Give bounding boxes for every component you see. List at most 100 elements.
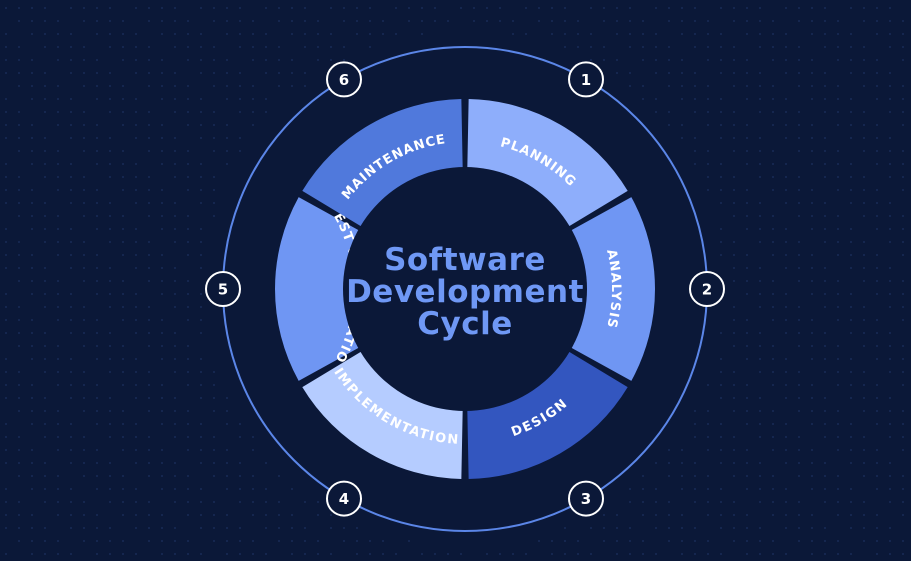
background-dot [876, 280, 878, 282]
background-dot [83, 254, 85, 256]
background-dot [837, 306, 839, 308]
background-dot [811, 514, 813, 516]
background-dot [304, 501, 306, 503]
background-dot [798, 397, 800, 399]
background-dot [668, 7, 670, 9]
background-dot [252, 124, 254, 126]
background-dot [57, 358, 59, 360]
background-dot [239, 72, 241, 74]
background-dot [889, 306, 891, 308]
background-dot [291, 7, 293, 9]
background-dot [252, 20, 254, 22]
background-dot [499, 553, 501, 555]
background-dot [785, 423, 787, 425]
background-dot [824, 488, 826, 490]
background-dot [421, 553, 423, 555]
background-dot [746, 280, 748, 282]
background-dot [616, 7, 618, 9]
background-dot [655, 527, 657, 529]
background-dot [213, 449, 215, 451]
background-dot [213, 46, 215, 48]
background-dot [876, 332, 878, 334]
background-dot [44, 111, 46, 113]
background-dot [876, 215, 878, 217]
background-dot [837, 85, 839, 87]
background-dot [785, 332, 787, 334]
background-dot [369, 46, 371, 48]
background-dot [148, 319, 150, 321]
background-dot [733, 176, 735, 178]
background-dot [226, 7, 228, 9]
background-dot [876, 527, 878, 529]
background-dot [200, 163, 202, 165]
background-dot [447, 553, 449, 555]
background-dot [70, 241, 72, 243]
background-dot [5, 501, 7, 503]
background-dot [863, 59, 865, 61]
background-dot [694, 501, 696, 503]
background-dot [148, 72, 150, 74]
background-dot [798, 319, 800, 321]
background-dot [18, 345, 20, 347]
background-dot [174, 371, 176, 373]
background-dot [889, 488, 891, 490]
background-dot [707, 553, 709, 555]
background-dot [746, 397, 748, 399]
background-dot [57, 241, 59, 243]
background-dot [291, 527, 293, 529]
background-dot [239, 462, 241, 464]
background-dot [811, 189, 813, 191]
background-dot [824, 371, 826, 373]
background-dot [889, 501, 891, 503]
background-dot [148, 7, 150, 9]
background-dot [772, 59, 774, 61]
background-dot [785, 397, 787, 399]
background-dot [213, 410, 215, 412]
background-dot [148, 306, 150, 308]
background-dot [70, 228, 72, 230]
background-dot [70, 163, 72, 165]
background-dot [863, 176, 865, 178]
background-dot [733, 202, 735, 204]
background-dot [759, 98, 761, 100]
background-dot [642, 501, 644, 503]
background-dot [902, 540, 904, 542]
background-dot [161, 267, 163, 269]
background-dot [837, 410, 839, 412]
background-dot [811, 150, 813, 152]
background-dot [746, 384, 748, 386]
background-dot [629, 46, 631, 48]
background-dot [18, 514, 20, 516]
background-dot [70, 436, 72, 438]
background-dot [720, 501, 722, 503]
background-dot [707, 436, 709, 438]
background-dot [876, 98, 878, 100]
background-dot [18, 410, 20, 412]
background-dot [616, 553, 618, 555]
background-dot [876, 228, 878, 230]
background-dot [733, 241, 735, 243]
background-dot [343, 527, 345, 529]
background-dot [798, 306, 800, 308]
background-dot [148, 46, 150, 48]
background-dot [772, 124, 774, 126]
background-dot [473, 20, 475, 22]
background-dot [317, 20, 319, 22]
background-dot [239, 137, 241, 139]
background-dot [382, 20, 384, 22]
background-dot [96, 293, 98, 295]
background-dot [122, 384, 124, 386]
background-dot [226, 423, 228, 425]
background-dot [694, 163, 696, 165]
background-dot [759, 371, 761, 373]
background-dot [824, 332, 826, 334]
background-dot [382, 33, 384, 35]
background-dot [18, 280, 20, 282]
background-dot [746, 462, 748, 464]
background-dot [876, 72, 878, 74]
background-dot [31, 449, 33, 451]
background-dot [902, 410, 904, 412]
background-dot [863, 306, 865, 308]
background-dot [148, 267, 150, 269]
background-dot [135, 254, 137, 256]
